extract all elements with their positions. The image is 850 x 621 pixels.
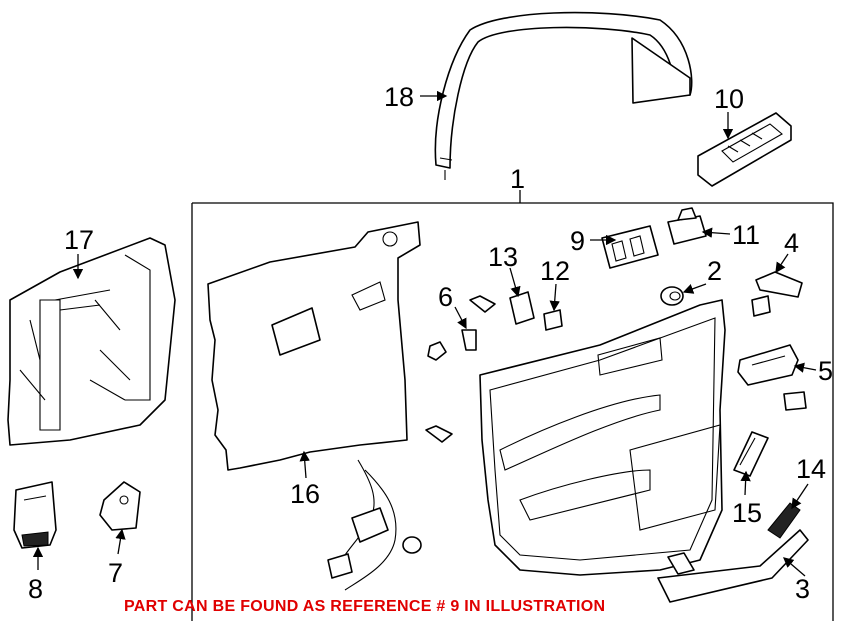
callout-12: 12 [540,256,570,286]
part-5-inside-handle [737,344,799,386]
callout-1: 1 [510,164,525,194]
callout-10: 10 [714,84,744,114]
callout-5: 5 [818,356,833,386]
callout-13: 13 [488,242,518,272]
callout-15: 15 [732,498,762,528]
callout-11: 11 [732,220,760,250]
callout-9: 9 [570,226,585,256]
callout-7: 7 [108,558,123,588]
callout-4: 4 [784,228,799,258]
callout-2: 2 [707,256,722,286]
part-10-switch-bezel [697,112,792,187]
part-11-switch [667,207,707,245]
callout-labels: 1 2 3 4 5 6 7 8 9 10 11 12 13 14 15 16 1… [28,82,833,604]
callout-6: 6 [438,282,453,312]
part-4-bracket [755,271,803,298]
part-2-grommet [660,286,684,306]
part-14-reflector [767,502,801,539]
part-17-water-deflector [7,237,176,446]
part-12-clip [543,309,563,331]
reference-note: PART CAN BE FOUND AS REFERENCE # 9 IN IL… [124,598,605,615]
part-6-fasteners [425,295,496,443]
door-trim-panel [479,299,726,576]
screws-right [667,295,807,575]
callout-18: 18 [384,82,414,112]
assembly-frame [191,202,834,621]
callout-14: 14 [796,454,826,484]
callout-17: 17 [64,225,94,255]
wiring-harness [327,459,422,591]
part-7-bracket [99,481,141,531]
part-8-mirror-switch [13,481,57,549]
part-18-window-molding [434,11,693,180]
part-13-clip [509,291,535,325]
part-9-window-switch [601,225,659,269]
leader-lines [32,90,817,577]
callout-8: 8 [28,574,43,604]
part-15-lamp [733,431,769,477]
part-3-lower-molding [657,529,809,603]
callout-16: 16 [290,479,320,509]
callout-3: 3 [795,574,810,604]
part-16-sound-pad [207,221,421,471]
